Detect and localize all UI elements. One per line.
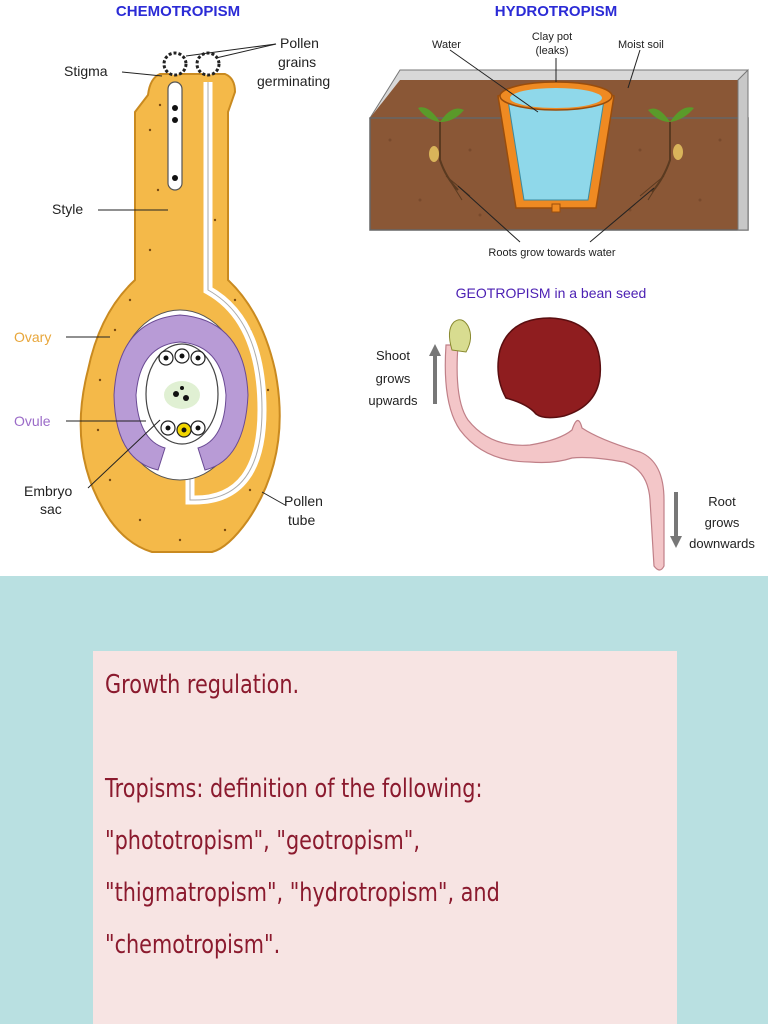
card-line-2: Tropisms: definition of the following: [105,774,483,804]
label-ovule: Ovule [14,413,51,429]
label-pollen-1: Pollen [280,35,319,51]
label-shoot-2: grows [376,371,411,386]
card-line-3: "phototropism", "geotropism", [105,826,420,856]
tropism-diagrams: CHEMOTROPISM [14,3,755,571]
style-canal [167,81,183,191]
geotropism-title: GEOTROPISM in a bean seed [456,285,647,301]
hydrotropism-diagram: HYDROTROPISM [369,3,749,259]
card-heading: Growth regulation. [105,670,300,700]
seedling-body [444,344,665,571]
label-embryo-1: Embryo [24,483,72,499]
text-card: Growth regulation. Tropisms: definition … [93,651,677,1024]
geotropism-diagram: GEOTROPISM in a bean seed Shoot grows up… [368,285,755,571]
shoot-arrow-icon [429,344,441,404]
label-root-2: grows [705,515,740,530]
label-shoot-1: Shoot [376,348,410,363]
label-pollen-2: grains [278,54,316,70]
label-embryo-2: sac [40,501,62,517]
card-line-4: "thigmatropism", "hydrotropism", and [105,878,500,908]
label-ovary: Ovary [14,329,51,345]
label-style: Style [52,201,83,217]
label-pot-1: Clay pot [532,31,572,43]
label-tube-2: tube [288,512,315,528]
label-water: Water [432,39,461,51]
chemotropism-diagram: CHEMOTROPISM [14,3,330,553]
hydrotropism-title: HYDROTROPISM [495,3,618,20]
label-pot-2: (leaks) [535,45,568,57]
label-tube-1: Pollen [284,493,323,509]
ovule [113,314,249,471]
label-pollen-3: germinating [257,73,330,89]
diagram-panel: CHEMOTROPISM [0,0,768,576]
label-root-3: downwards [689,536,755,551]
label-root-1: Root [708,494,736,509]
label-shoot-3: upwards [368,393,418,408]
label-stigma: Stigma [64,63,108,79]
card-text: Growth regulation. Tropisms: definition … [105,659,557,971]
shoot-tip [448,319,472,353]
label-moist-soil: Moist soil [618,39,664,51]
chemotropism-title: CHEMOTROPISM [116,3,240,20]
bean-seed [497,317,602,419]
label-roots: Roots grow towards water [488,247,615,259]
root-arrow-icon [670,492,682,548]
card-line-5: "chemotropism". [105,930,281,960]
pollen-grains [162,51,221,77]
seedling-right [639,107,694,201]
